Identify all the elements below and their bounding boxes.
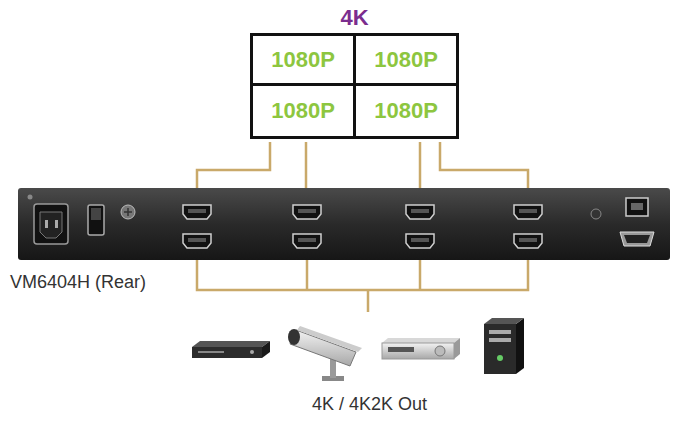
display-cell: 1080P [356,36,456,86]
rear-panel [18,188,670,260]
display-cell: 1080P [253,86,356,136]
resolution-label: 1080P [374,47,438,73]
model-label: VM6404H (Rear) [10,272,146,293]
output-label: 4K / 4K2K Out [312,394,427,415]
display-cell: 1080P [356,86,456,136]
resolution-label: 1080P [271,47,335,73]
video-wall-grid: 4K1080P1080P1080P1080P [250,33,459,139]
security-camera [288,326,362,381]
resolution-label: 1080P [271,98,335,124]
dvd-player [192,341,270,358]
display-cell: 1080P [253,36,356,86]
resolution-heading: 4K [253,5,456,31]
resolution-label: 1080P [374,98,438,124]
pc-tower [484,318,524,374]
av-receiver [382,338,460,359]
